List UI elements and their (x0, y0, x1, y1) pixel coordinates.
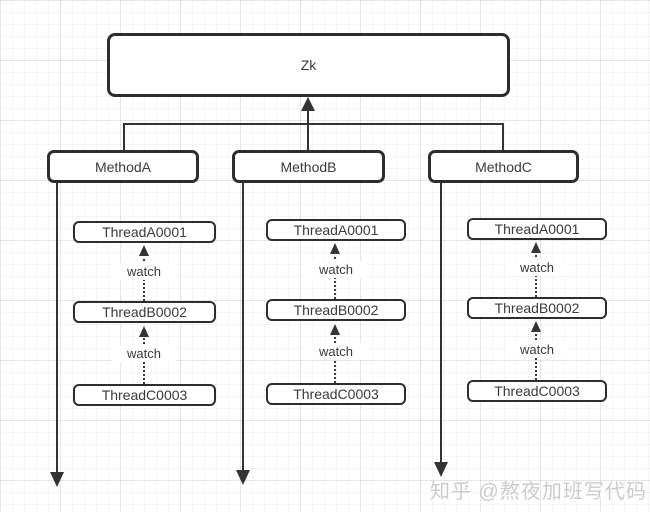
arrow-up-icon (139, 245, 149, 256)
arrow-up-icon (531, 321, 541, 332)
branch-line-method-b (307, 124, 309, 150)
watermark: 知乎 @熬夜加班写代码 (430, 481, 647, 503)
method-c-node: MethodC (428, 150, 579, 183)
watch-label: watch (304, 261, 368, 278)
thread-node: ThreadC0003 (266, 383, 406, 405)
thread-node: ThreadA0001 (467, 218, 607, 240)
thread-label: ThreadA0001 (293, 222, 379, 238)
watch-label: watch (112, 345, 176, 362)
watch-label: watch (505, 341, 569, 358)
thread-node: ThreadA0001 (73, 221, 216, 243)
thread-node: ThreadC0003 (73, 384, 216, 406)
zk-node: Zk (107, 33, 510, 97)
method-a-label: MethodA (94, 158, 152, 175)
arrow-down-icon (236, 470, 250, 485)
thread-label: ThreadC0003 (494, 383, 580, 399)
branch-line-method-a (123, 124, 125, 150)
trunk-horizontal-line (123, 123, 504, 125)
thread-label: ThreadC0003 (293, 386, 379, 402)
thread-label: ThreadB0002 (102, 304, 187, 320)
method-c-label: MethodC (475, 158, 532, 175)
arrow-up-icon (330, 324, 340, 335)
thread-node: ThreadB0002 (266, 299, 406, 321)
thread-label: ThreadC0003 (101, 387, 188, 403)
arrow-up-icon (139, 326, 149, 337)
method-a-node: MethodA (47, 150, 199, 183)
thread-node: ThreadC0003 (467, 380, 607, 402)
watch-label: watch (505, 259, 569, 276)
thread-node: ThreadA0001 (266, 219, 406, 241)
thread-label: ThreadB0002 (293, 302, 379, 318)
thread-label: ThreadA0001 (102, 224, 187, 240)
watch-label: watch (112, 263, 176, 280)
arrow-up-icon (301, 97, 315, 111)
method-b-down-line (242, 183, 244, 470)
thread-node: ThreadB0002 (467, 297, 607, 319)
arrow-down-icon (434, 462, 448, 477)
arrow-down-icon (50, 472, 64, 487)
zk-node-label: Zk (300, 57, 317, 73)
watch-label: watch (304, 343, 368, 360)
branch-line-method-c (502, 124, 504, 150)
method-b-label: MethodB (280, 158, 337, 175)
method-b-node: MethodB (232, 150, 385, 183)
thread-label: ThreadB0002 (494, 300, 580, 316)
thread-label: ThreadA0001 (494, 221, 580, 237)
method-a-down-line (56, 183, 58, 472)
arrow-up-icon (531, 242, 541, 253)
zk-connector-line (307, 109, 309, 124)
thread-node: ThreadB0002 (73, 301, 216, 323)
method-c-down-line (440, 183, 442, 462)
arrow-up-icon (330, 243, 340, 254)
